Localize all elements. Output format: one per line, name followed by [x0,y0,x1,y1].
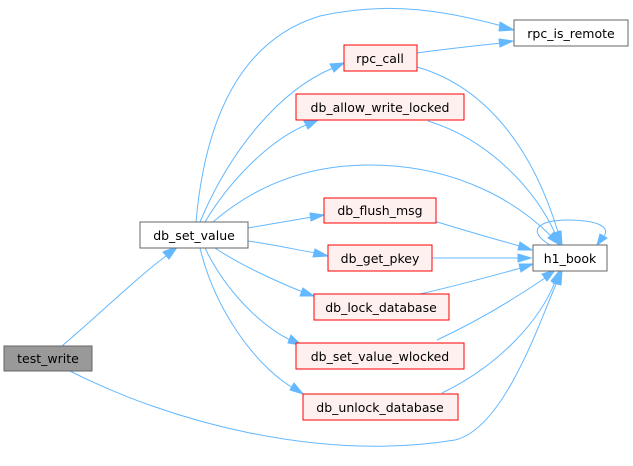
node-db-unlock-database[interactable]: db_unlock_database [302,393,459,421]
edge-line [204,247,291,341]
edge-db-allow-write-locked-to-h1-book [427,120,561,247]
node-label: db_unlock_database [316,400,444,415]
node-label: db_get_pkey [341,251,420,266]
edge-line [419,267,522,295]
edge-arrowhead [541,269,557,282]
edge-line [212,164,552,237]
node-box [513,19,629,47]
edge-db-set-value-to-rpc-call [199,62,346,223]
edge-db-set-value-to-db-set-value-wlocked [204,247,303,346]
node-box [343,44,418,72]
node-label: db_lock_database [325,300,437,315]
edge-db-set-value-to-db-unlock-database [199,247,305,395]
edge-arrowhead [303,119,320,130]
edge-arrowhead [517,241,534,251]
edge-db-set-value-to-db-lock-database [214,247,316,297]
node-db-set-value-wlocked[interactable]: db_set_value_wlocked [295,342,465,370]
edge-db-set-value-to-db-allow-write-locked [204,119,320,223]
node-label: db_set_value [153,228,235,243]
edge-arrowhead [299,287,316,297]
edge-arrowhead [596,233,608,247]
node-box [3,345,93,372]
edge-db-set-value-to-db-get-pkey [247,240,330,258]
edge-line [199,67,334,223]
edge-arrowhead [312,248,330,258]
node-db-get-pkey[interactable]: db_get_pkey [327,244,433,272]
node-box [302,393,459,421]
edge-line [214,247,304,293]
edge-arrowhead [518,263,535,273]
edge-arrowhead [309,212,326,222]
edge-rpc-call-to-rpc-is-remote [416,38,515,54]
node-label: rpc_call [356,51,404,66]
edge-line [416,42,502,54]
edge-db-set-value-to-rpc-is-remote [195,7,516,223]
edge-db-set-value-to-db-flush-msg [247,212,326,229]
edge-db-lock-database-to-h1-book [419,263,535,295]
edge-arrowhead [498,38,515,48]
edge-arrowhead [329,62,346,73]
edges-layer [61,7,608,447]
node-db-allow-write-locked[interactable]: db_allow_write_locked [295,93,465,121]
node-test-write[interactable]: test_write [3,345,93,372]
edge-arrowhead [517,253,533,263]
node-label: db_set_value_wlocked [311,349,450,364]
node-box [323,197,437,224]
edge-line [69,281,558,447]
node-h1-book[interactable]: h1_book [532,244,608,272]
node-box [139,221,249,249]
node-label: db_allow_write_locked [311,100,450,115]
edge-line [427,120,556,234]
edge-arrowhead [498,21,516,32]
node-label: db_flush_msg [337,203,422,218]
node-db-lock-database[interactable]: db_lock_database [313,293,450,321]
node-label: h1_book [544,251,597,266]
edge-line [61,255,167,347]
node-rpc-call[interactable]: rpc_call [343,44,418,72]
edge-line [416,66,559,233]
edge-arrowhead [550,230,561,247]
edge-arrowhead [289,382,305,395]
edge-arrowhead [550,268,561,285]
node-box [327,244,433,272]
nodes-layer: test_write db_set_value rpc_call rpc_is_… [3,19,629,421]
edge-line [195,7,503,223]
node-box [295,342,465,370]
node-db-set-value[interactable]: db_set_value [139,221,249,249]
edge-line [536,219,606,246]
edge-line [199,247,294,389]
edge-db-set-value-wlocked-to-h1-book [436,269,557,341]
edge-line [204,124,307,223]
edge-arrowhead [162,244,180,260]
edge-db-unlock-database-to-h1-book [441,268,561,394]
edge-line [247,216,313,229]
edge-line [247,240,317,254]
node-db-flush-msg[interactable]: db_flush_msg [323,197,437,224]
edge-line [441,281,556,394]
node-rpc-is-remote[interactable]: rpc_is_remote [513,19,629,47]
edge-line [436,277,546,341]
node-box [313,293,450,321]
node-label: test_write [17,351,79,366]
node-box [295,93,465,121]
node-label: rpc_is_remote [527,26,615,41]
edge-db-get-pkey-to-h1-book [432,253,533,263]
edge-test-write-to-db-set-value [61,244,180,347]
edge-h1-book-self-loop [536,219,608,247]
node-box [532,244,608,272]
